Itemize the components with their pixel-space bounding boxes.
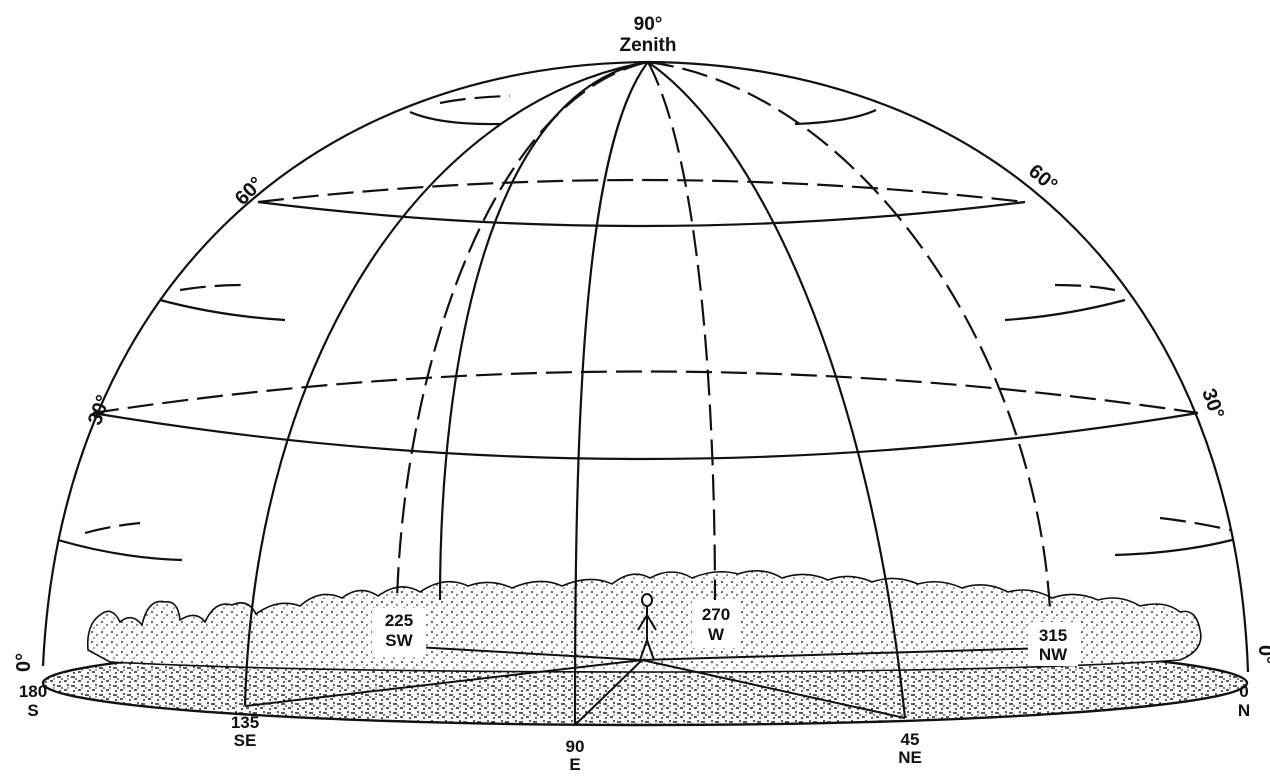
zenith-degree-label: 90°	[634, 14, 663, 35]
altitude-label-30-left: 30°	[84, 392, 115, 428]
azimuth-w-degree: 270	[702, 605, 730, 624]
altitude-label-60-left: 60°	[231, 173, 268, 210]
azimuth-se-degree: 135	[231, 713, 259, 732]
altitude-circle-30	[93, 372, 1198, 460]
azimuth-n-degree: 0	[1239, 682, 1248, 701]
azimuth-s-direction: S	[27, 701, 38, 720]
azimuth-ne-direction: NE	[898, 748, 922, 767]
azimuth-n-direction: N	[1238, 701, 1250, 720]
altitude-label-0-left: 0°	[13, 653, 35, 672]
azimuth-w-box: 270 W	[692, 600, 740, 648]
azimuth-nw-direction: NW	[1039, 645, 1068, 664]
azimuth-sw-degree: 225	[385, 611, 413, 630]
altitude-circle-60	[258, 180, 1025, 226]
azimuth-se-direction: SE	[234, 731, 257, 750]
azimuth-sw-box: 225 SW	[372, 608, 426, 656]
azimuth-s-degree: 180	[19, 682, 47, 701]
azimuth-sw-direction: SW	[385, 631, 413, 650]
azimuth-nw-degree: 315	[1039, 626, 1067, 645]
altitude-ticks	[58, 285, 1232, 560]
azimuth-w-direction: W	[708, 625, 725, 644]
zenith-name-label: Zenith	[620, 35, 677, 56]
altitude-label-0-right: 0°	[1254, 645, 1270, 664]
altitude-circle-75	[410, 96, 876, 124]
azimuth-nw-box: 315 NW	[1028, 622, 1078, 666]
altitude-label-30-right: 30°	[1197, 386, 1228, 422]
azimuth-e-degree: 90	[566, 737, 585, 756]
azimuth-e-direction: E	[569, 755, 580, 774]
altitude-label-60-right: 60°	[1024, 160, 1061, 196]
azimuth-ne-degree: 45	[901, 730, 920, 749]
